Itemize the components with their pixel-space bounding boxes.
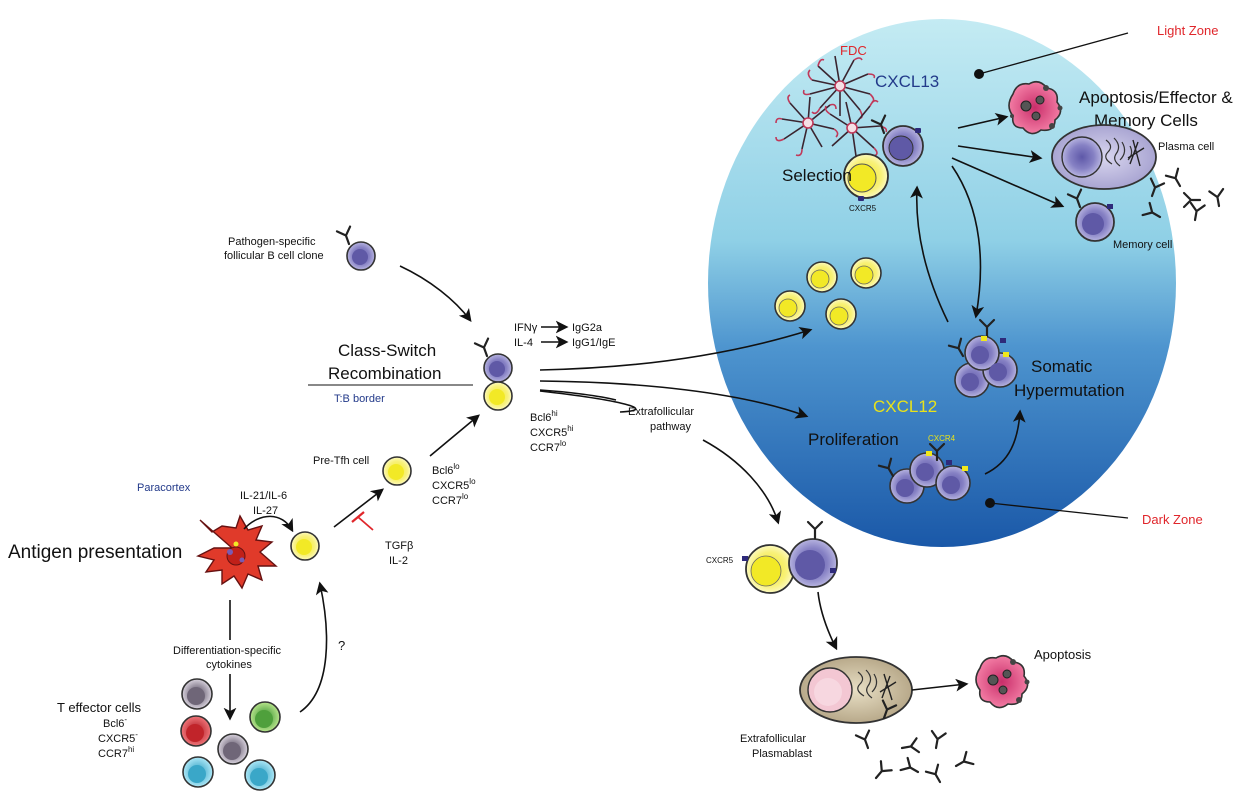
- arrow-tb-to-prolif: [539, 380, 809, 419]
- outputs-title-1: Apoptosis/Effector &: [1079, 88, 1233, 107]
- arrow-pretfh-to-tb: [429, 414, 480, 457]
- igg2a-label: IgG2a: [572, 322, 603, 334]
- light-zone-label: Light Zone: [1157, 23, 1218, 38]
- svg-text:Bcl6hi: Bcl6hi: [530, 409, 558, 424]
- extrafollicular-label-1: Extrafollicular: [628, 406, 694, 418]
- tb-t-cell: [483, 381, 513, 411]
- b-clone-label-1: Pathogen-specific: [228, 236, 316, 248]
- arrow-selection-to-memory: [951, 157, 1065, 208]
- arrow-extrafollicular-down: [702, 439, 782, 525]
- diff-label-2: cytokines: [206, 659, 252, 671]
- follicular-b-cell: [335, 225, 376, 271]
- extrafollicular-label-2: pathway: [650, 421, 691, 433]
- plasmablast-label-2: Plasmablast: [752, 748, 812, 760]
- b-clone-label-2: follicular B cell clone: [224, 250, 324, 262]
- plasmablast-label-1: Extrafollicular: [740, 733, 806, 745]
- paracortex-label: Paracortex: [137, 482, 191, 494]
- question-mark: ?: [338, 638, 345, 653]
- memory-cell: [1066, 188, 1115, 242]
- arrow-tb-to-extrafollicular: [539, 390, 637, 413]
- svg-text:Bcl6-: Bcl6-: [103, 715, 127, 730]
- apoptosis-label: Apoptosis: [1034, 647, 1092, 662]
- arrow-tcell-to-pretfh: [333, 488, 385, 528]
- arrow-effector-to-tcell: [299, 581, 329, 713]
- somatic-label: Somatic: [1031, 357, 1093, 376]
- tfh-markers: Bcl6hi CXCR5hi CCR7lo: [530, 409, 574, 454]
- pre-tfh-cell: [382, 456, 412, 486]
- apoptotic-cell-bottom: [975, 654, 1030, 709]
- il21-label: IL-21/IL-6: [240, 490, 287, 502]
- dark-zone-pointer: [985, 498, 1129, 519]
- pre-tfh-label: Pre-Tfh cell: [313, 455, 369, 467]
- outputs-title-2: Memory Cells: [1094, 111, 1198, 130]
- ef-t-cell: [742, 544, 795, 594]
- svg-text:CXCR5lo: CXCR5lo: [432, 477, 476, 492]
- ifng-label: IFNγ: [514, 322, 538, 334]
- lz-cxcr5-receptor: [858, 196, 864, 201]
- il2-label: IL-2: [389, 555, 408, 567]
- extrafollicular-plasmablast: [799, 656, 913, 724]
- svg-text:CXCR5hi: CXCR5hi: [530, 424, 574, 439]
- plasma-cell-label: Plasma cell: [1158, 141, 1214, 153]
- il27-label: IL-27: [253, 505, 278, 517]
- svg-text:CXCR5-: CXCR5-: [98, 730, 138, 745]
- memory-cell-label: Memory cell: [1113, 239, 1172, 251]
- svg-text:Bcl6lo: Bcl6lo: [432, 462, 460, 477]
- svg-text:CCR7lo: CCR7lo: [432, 492, 469, 507]
- light-zone-pointer: [974, 32, 1129, 79]
- gc-t-cells: [774, 257, 882, 330]
- csr-title-2: Recombination: [328, 364, 441, 383]
- t-effector-markers: Bcl6- CXCR5- CCR7hi: [98, 715, 138, 760]
- cxcl13-label: CXCL13: [875, 72, 939, 91]
- tgfb-label: TGFβ: [385, 540, 413, 552]
- arrow-selection-to-apoptosis: [957, 113, 1009, 129]
- proliferation-label: Proliferation: [808, 430, 899, 449]
- naive-t-cell: [290, 531, 320, 561]
- dark-zone-label: Dark Zone: [1142, 512, 1203, 527]
- shm-b-cluster: [947, 318, 1018, 398]
- svg-text:CCR7lo: CCR7lo: [530, 439, 567, 454]
- csr-title-1: Class-Switch: [338, 341, 436, 360]
- fdc-label: FDC: [840, 43, 867, 58]
- apoptotic-cell-top: [1008, 80, 1063, 135]
- arrow-shm-to-selection: [910, 185, 949, 323]
- arrow-selection-to-shm: [951, 165, 985, 319]
- cxcr5-gc-label: CXCR5: [849, 204, 877, 213]
- t-effector-label: T effector cells: [57, 700, 142, 715]
- tgfb-inhibition: [351, 511, 374, 531]
- selection-label: Selection: [782, 166, 852, 185]
- arrow-ef-to-plasmablast: [817, 591, 838, 651]
- hypermutation-label: Hypermutation: [1014, 381, 1125, 400]
- arrow-tb-branch: [539, 389, 617, 401]
- arrow-selection-to-plasma: [957, 145, 1043, 163]
- lz-t-cell: [843, 153, 889, 199]
- tb-b-cell: [473, 337, 513, 383]
- il4-label: IL-4: [514, 337, 533, 349]
- diff-label-1: Differentiation-specific: [173, 645, 282, 657]
- fdc-cells: [775, 55, 888, 163]
- antigen-presentation-label: Antigen presentation: [8, 542, 182, 563]
- plasma-cell: [1051, 124, 1157, 190]
- svg-text:CCR7hi: CCR7hi: [98, 745, 134, 760]
- t-effector-cells: [180, 678, 281, 791]
- proliferation-b-cluster: [877, 442, 971, 504]
- arrow-dc-to-tcell: [243, 515, 294, 533]
- lz-b-cell: [870, 114, 924, 167]
- ef-cxcr5-label: CXCR5: [706, 556, 734, 565]
- arrow-plasmablast-to-apoptosis: [911, 678, 969, 692]
- igg1-label: IgG1/IgE: [572, 337, 615, 349]
- cxcr4-label: CXCR4: [928, 434, 956, 443]
- dendritic-cell: [195, 514, 278, 590]
- tb-border-label: T:B border: [334, 393, 385, 405]
- arrow-tb-to-gc-t: [539, 326, 813, 371]
- ef-b-cell: [788, 520, 838, 588]
- arrow-prolif-to-shm: [984, 409, 1026, 475]
- cxcl12-label: CXCL12: [873, 397, 937, 416]
- pre-tfh-markers: Bcl6lo CXCR5lo CCR7lo: [432, 462, 476, 507]
- arrow-bclone-to-tb: [399, 265, 472, 323]
